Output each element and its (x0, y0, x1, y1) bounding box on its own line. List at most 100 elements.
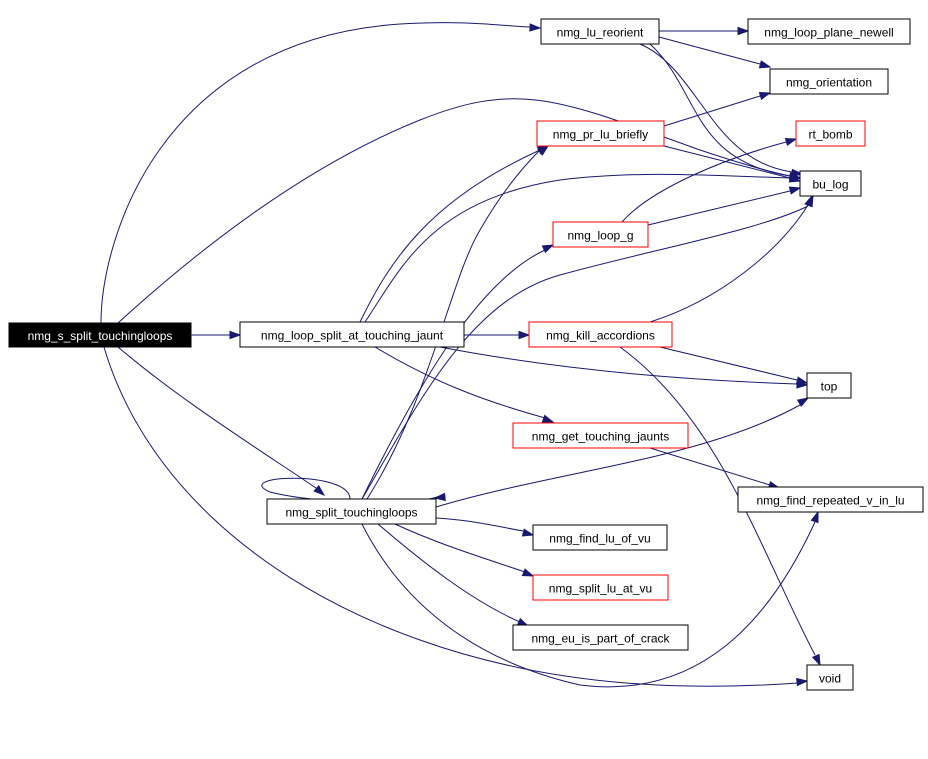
edge-line (619, 346, 816, 656)
edge-line (658, 36, 761, 65)
edge-nmg_pr_lu_briefly-to-bu_log (663, 145, 802, 183)
node-nmg_split_lu_at_vu[interactable]: nmg_split_lu_at_vu (532, 574, 669, 601)
node-label: nmg_get_touching_jaunts (532, 430, 669, 444)
node-label: nmg_lu_reorient (557, 26, 644, 40)
edge-nmg_lu_reorient-to-bu_log (649, 43, 802, 181)
edge-line (659, 346, 798, 381)
edge-line (639, 43, 793, 173)
edge-nmg_s_split_touchingloops-to-bu_log (117, 98, 802, 324)
edge-nmg_kill_accordions-to-bu_log (649, 194, 814, 323)
edge-line (374, 346, 546, 419)
node-bu_log[interactable]: bu_log (799, 170, 862, 197)
node-box (806, 372, 852, 399)
edge-layer (100, 22, 821, 688)
edge-line (103, 346, 799, 687)
node-nmg_eu_is_part_of_crack[interactable]: nmg_eu_is_part_of_crack (512, 624, 689, 651)
edge-line (394, 523, 526, 573)
edge-line (435, 404, 801, 508)
node-nmg_find_lu_of_vu[interactable]: nmg_find_lu_of_vu (532, 524, 668, 551)
node-box (528, 321, 673, 348)
node-nmg_lu_reorient[interactable]: nmg_lu_reorient (540, 18, 660, 45)
node-box (532, 524, 668, 551)
edge-line (621, 141, 787, 223)
edge-line (663, 145, 791, 179)
edge-arrowhead (537, 145, 550, 156)
edge-arrowhead (521, 528, 535, 537)
edge-arrowhead (810, 510, 819, 524)
edge-nmg_lu_reorient-to-bu_log (639, 43, 804, 178)
edge-line (663, 95, 761, 127)
edge-line (366, 149, 541, 500)
node-nmg_find_repeated_v_in_lu[interactable]: nmg_find_repeated_v_in_lu (737, 486, 924, 513)
edge-nmg_s_split_touchingloops-to-void (103, 346, 809, 687)
edge-nmg_split_touchingloops-to-nmg_eu_is_part_of_crack (377, 523, 530, 627)
edge-line (435, 517, 524, 532)
edge-nmg_pr_lu_briefly-to-nmg_orientation (663, 91, 772, 127)
edge-nmg_s_split_touchingloops-to-nmg_loop_split_at_touching_jaunt (191, 330, 242, 340)
edge-nmg_kill_accordions-to-top (659, 346, 809, 385)
edge-arrowhead (737, 26, 750, 36)
node-nmg_orientation[interactable]: nmg_orientation (769, 68, 889, 95)
node-layer: nmg_s_split_touchingloopsnmg_lu_reorient… (8, 18, 924, 691)
edge-arrowhead (518, 330, 531, 340)
node-label: nmg_split_lu_at_vu (549, 582, 652, 596)
edge-nmg_split_touchingloops-to-nmg_pr_lu_briefly (366, 145, 550, 500)
node-nmg_loop_split_at_touching_jaunt[interactable]: nmg_loop_split_at_touching_jaunt (239, 321, 465, 348)
node-box (512, 624, 689, 651)
node-label: nmg_loop_plane_newell (764, 26, 893, 40)
node-label: nmg_pr_lu_briefly (553, 128, 648, 142)
edge-line (361, 205, 809, 500)
edge-line (649, 204, 809, 323)
edge-line (361, 521, 816, 688)
edge-arrowhead (789, 173, 802, 183)
edge-arrowhead (791, 168, 804, 178)
node-box (8, 322, 192, 348)
node-label: nmg_find_lu_of_vu (549, 532, 650, 546)
node-label: nmg_eu_is_part_of_crack (531, 632, 670, 646)
node-nmg_kill_accordions[interactable]: nmg_kill_accordions (528, 321, 673, 348)
node-nmg_loop_g[interactable]: nmg_loop_g (552, 221, 649, 248)
node-label: void (819, 672, 841, 686)
edge-nmg_loop_g-to-rt_bomb (621, 137, 798, 223)
edge-line (377, 523, 521, 623)
edge-arrowhead (804, 194, 813, 208)
node-nmg_pr_lu_briefly[interactable]: nmg_pr_lu_briefly (536, 120, 665, 147)
edge-line (439, 346, 798, 385)
edge-nmg_loop_split_at_touching_jaunt-to-nmg_get_touching_jaunts (374, 346, 555, 423)
node-box (806, 664, 854, 691)
edge-line (364, 173, 791, 323)
node-box (512, 422, 689, 449)
edge-arrowhead (796, 677, 809, 687)
edge-nmg_split_touchingloops-to-nmg_find_lu_of_vu (435, 517, 535, 537)
edge-nmg_s_split_touchingloops-to-nmg_lu_reorient (100, 22, 542, 324)
node-nmg_split_touchingloops[interactable]: nmg_split_touchingloops (266, 498, 437, 525)
node-label: nmg_loop_split_at_touching_jaunt (261, 329, 444, 343)
node-box (795, 120, 866, 147)
node-label: top (821, 380, 838, 394)
edge-arrowhead (784, 137, 798, 147)
edge-line (117, 346, 317, 489)
node-rt_bomb[interactable]: rt_bomb (795, 120, 866, 147)
node-box (532, 574, 669, 601)
edge-nmg_loop_split_at_touching_jaunt-to-bu_log (364, 173, 802, 323)
node-label: nmg_loop_g (567, 229, 633, 243)
edge-nmg_loop_split_at_touching_jaunt-to-nmg_kill_accordions (464, 330, 531, 340)
node-top[interactable]: top (806, 372, 852, 399)
node-void[interactable]: void (806, 664, 854, 691)
node-label: nmg_find_repeated_v_in_lu (756, 494, 904, 508)
node-box (540, 18, 660, 45)
node-nmg_loop_plane_newell[interactable]: nmg_loop_plane_newell (747, 18, 911, 45)
node-box (799, 170, 862, 197)
edge-arrowhead (529, 23, 542, 32)
edge-nmg_loop_g-to-bu_log (647, 186, 802, 226)
edge-arrowhead (229, 330, 242, 340)
edge-nmg_lu_reorient-to-nmg_loop_plane_newell (659, 26, 750, 36)
edge-nmg_kill_accordions-to-void (619, 346, 821, 667)
node-label: nmg_orientation (786, 76, 872, 90)
node-box (266, 498, 437, 525)
edge-line (100, 22, 531, 324)
node-nmg_get_touching_jaunts[interactable]: nmg_get_touching_jaunts (512, 422, 689, 449)
edge-nmg_s_split_touchingloops-to-nmg_split_touchingloops (117, 346, 326, 496)
edge-arrowhead (541, 414, 555, 423)
